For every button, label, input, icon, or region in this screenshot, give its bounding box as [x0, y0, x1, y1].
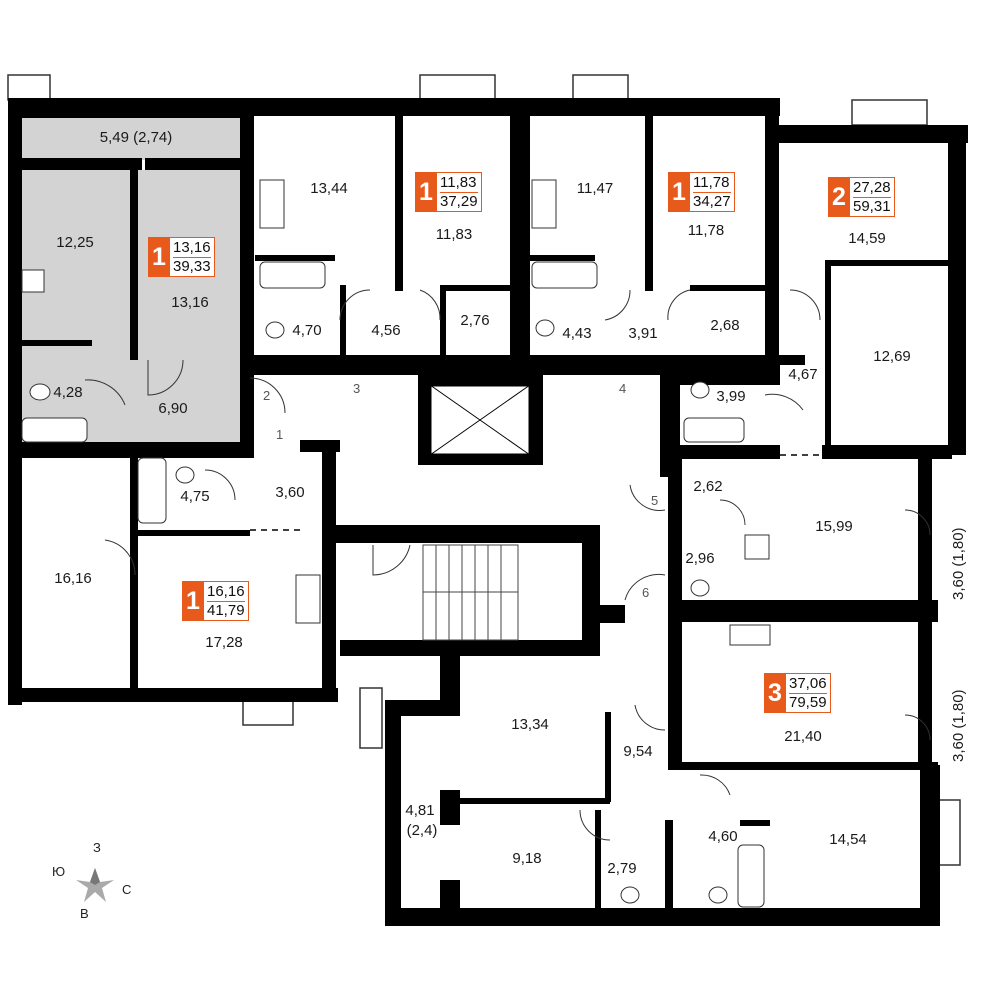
room-area: 13,44 — [310, 180, 348, 197]
total-area: 39,33 — [173, 257, 211, 275]
openings — [250, 454, 822, 531]
room-area: 9,18 — [512, 850, 542, 867]
room-area: 2,96 — [685, 550, 715, 567]
total-area: 37,29 — [440, 192, 478, 210]
room-area: 4,81 — [405, 802, 435, 819]
total-area: 59,31 — [853, 197, 891, 215]
room-area: 5,49 (2,74) — [99, 129, 173, 146]
room-area: 3,60 (1,80) — [950, 689, 967, 762]
living-area: 11,83 — [440, 173, 478, 193]
door-number: 4 — [619, 381, 627, 396]
room-area: 13,34 — [511, 716, 549, 733]
room-area: 2,62 — [693, 478, 723, 495]
room-area: 11,83 — [435, 226, 473, 243]
room-area: 9,54 — [623, 743, 653, 760]
room-area: 15,99 — [815, 518, 853, 535]
total-area: 41,79 — [207, 601, 245, 619]
room-area: 12,69 — [873, 348, 911, 365]
room-count: 1 — [182, 581, 204, 621]
room-area: 4,67 — [788, 366, 818, 383]
staircase — [422, 544, 519, 641]
windows — [7, 74, 961, 866]
bath-fixtures — [21, 179, 771, 908]
room-area: 12,25 — [56, 234, 94, 251]
room-area: 4,56 — [371, 322, 401, 339]
living-area: 37,06 — [789, 674, 827, 694]
room-area: 3,60 (1,80) — [950, 527, 967, 600]
room-area: 6,90 — [158, 400, 188, 417]
room-count: 1 — [415, 172, 437, 212]
room-area: 3,91 — [628, 325, 658, 342]
living-area: 16,16 — [207, 582, 245, 602]
compass-w: Ю — [52, 864, 66, 879]
room-area: 4,43 — [562, 325, 592, 342]
elevator-shaft — [428, 383, 532, 457]
room-area: 3,99 — [716, 388, 746, 405]
room-area: 16,16 — [54, 570, 92, 587]
living-area: 13,16 — [173, 238, 211, 258]
room-area: 4,70 — [292, 322, 322, 339]
room-area: 11,78 — [687, 222, 725, 239]
room-count: 1 — [668, 172, 690, 212]
room-area: 2,68 — [710, 317, 740, 334]
room-area: 14,59 — [848, 230, 886, 247]
door-number: 3 — [353, 381, 361, 396]
total-area: 79,59 — [789, 693, 827, 711]
room-area: (2,4) — [406, 822, 438, 839]
room-area: 21,40 — [784, 728, 822, 745]
room-count: 2 — [828, 177, 850, 217]
room-area: 3,60 — [275, 484, 305, 501]
door-number: 5 — [651, 493, 659, 508]
compass-s: В — [80, 906, 89, 921]
living-area: 11,78 — [693, 173, 731, 193]
walls — [8, 98, 968, 926]
room-area: 14,54 — [829, 831, 867, 848]
door-swings — [84, 289, 931, 841]
room-area: 13,16 — [171, 294, 209, 311]
room-count: 3 — [764, 673, 786, 713]
room-area: 2,79 — [607, 860, 637, 877]
door-number: 1 — [276, 427, 284, 442]
room-count: 1 — [148, 237, 170, 277]
door-number: 2 — [263, 388, 271, 403]
compass-icon — [76, 868, 114, 902]
door-number: 6 — [642, 585, 650, 600]
compass-n: З — [93, 840, 101, 855]
room-area: 4,60 — [708, 828, 738, 845]
room-area: 4,75 — [180, 488, 210, 505]
compass-e: С — [122, 882, 132, 897]
room-area: 11,47 — [576, 180, 614, 197]
compass-rose: З Ю С В — [50, 840, 140, 930]
room-area: 4,28 — [53, 384, 83, 401]
room-area: 17,28 — [205, 634, 243, 651]
living-area: 27,28 — [853, 178, 891, 198]
room-area: 2,76 — [460, 312, 490, 329]
total-area: 34,27 — [693, 192, 731, 210]
